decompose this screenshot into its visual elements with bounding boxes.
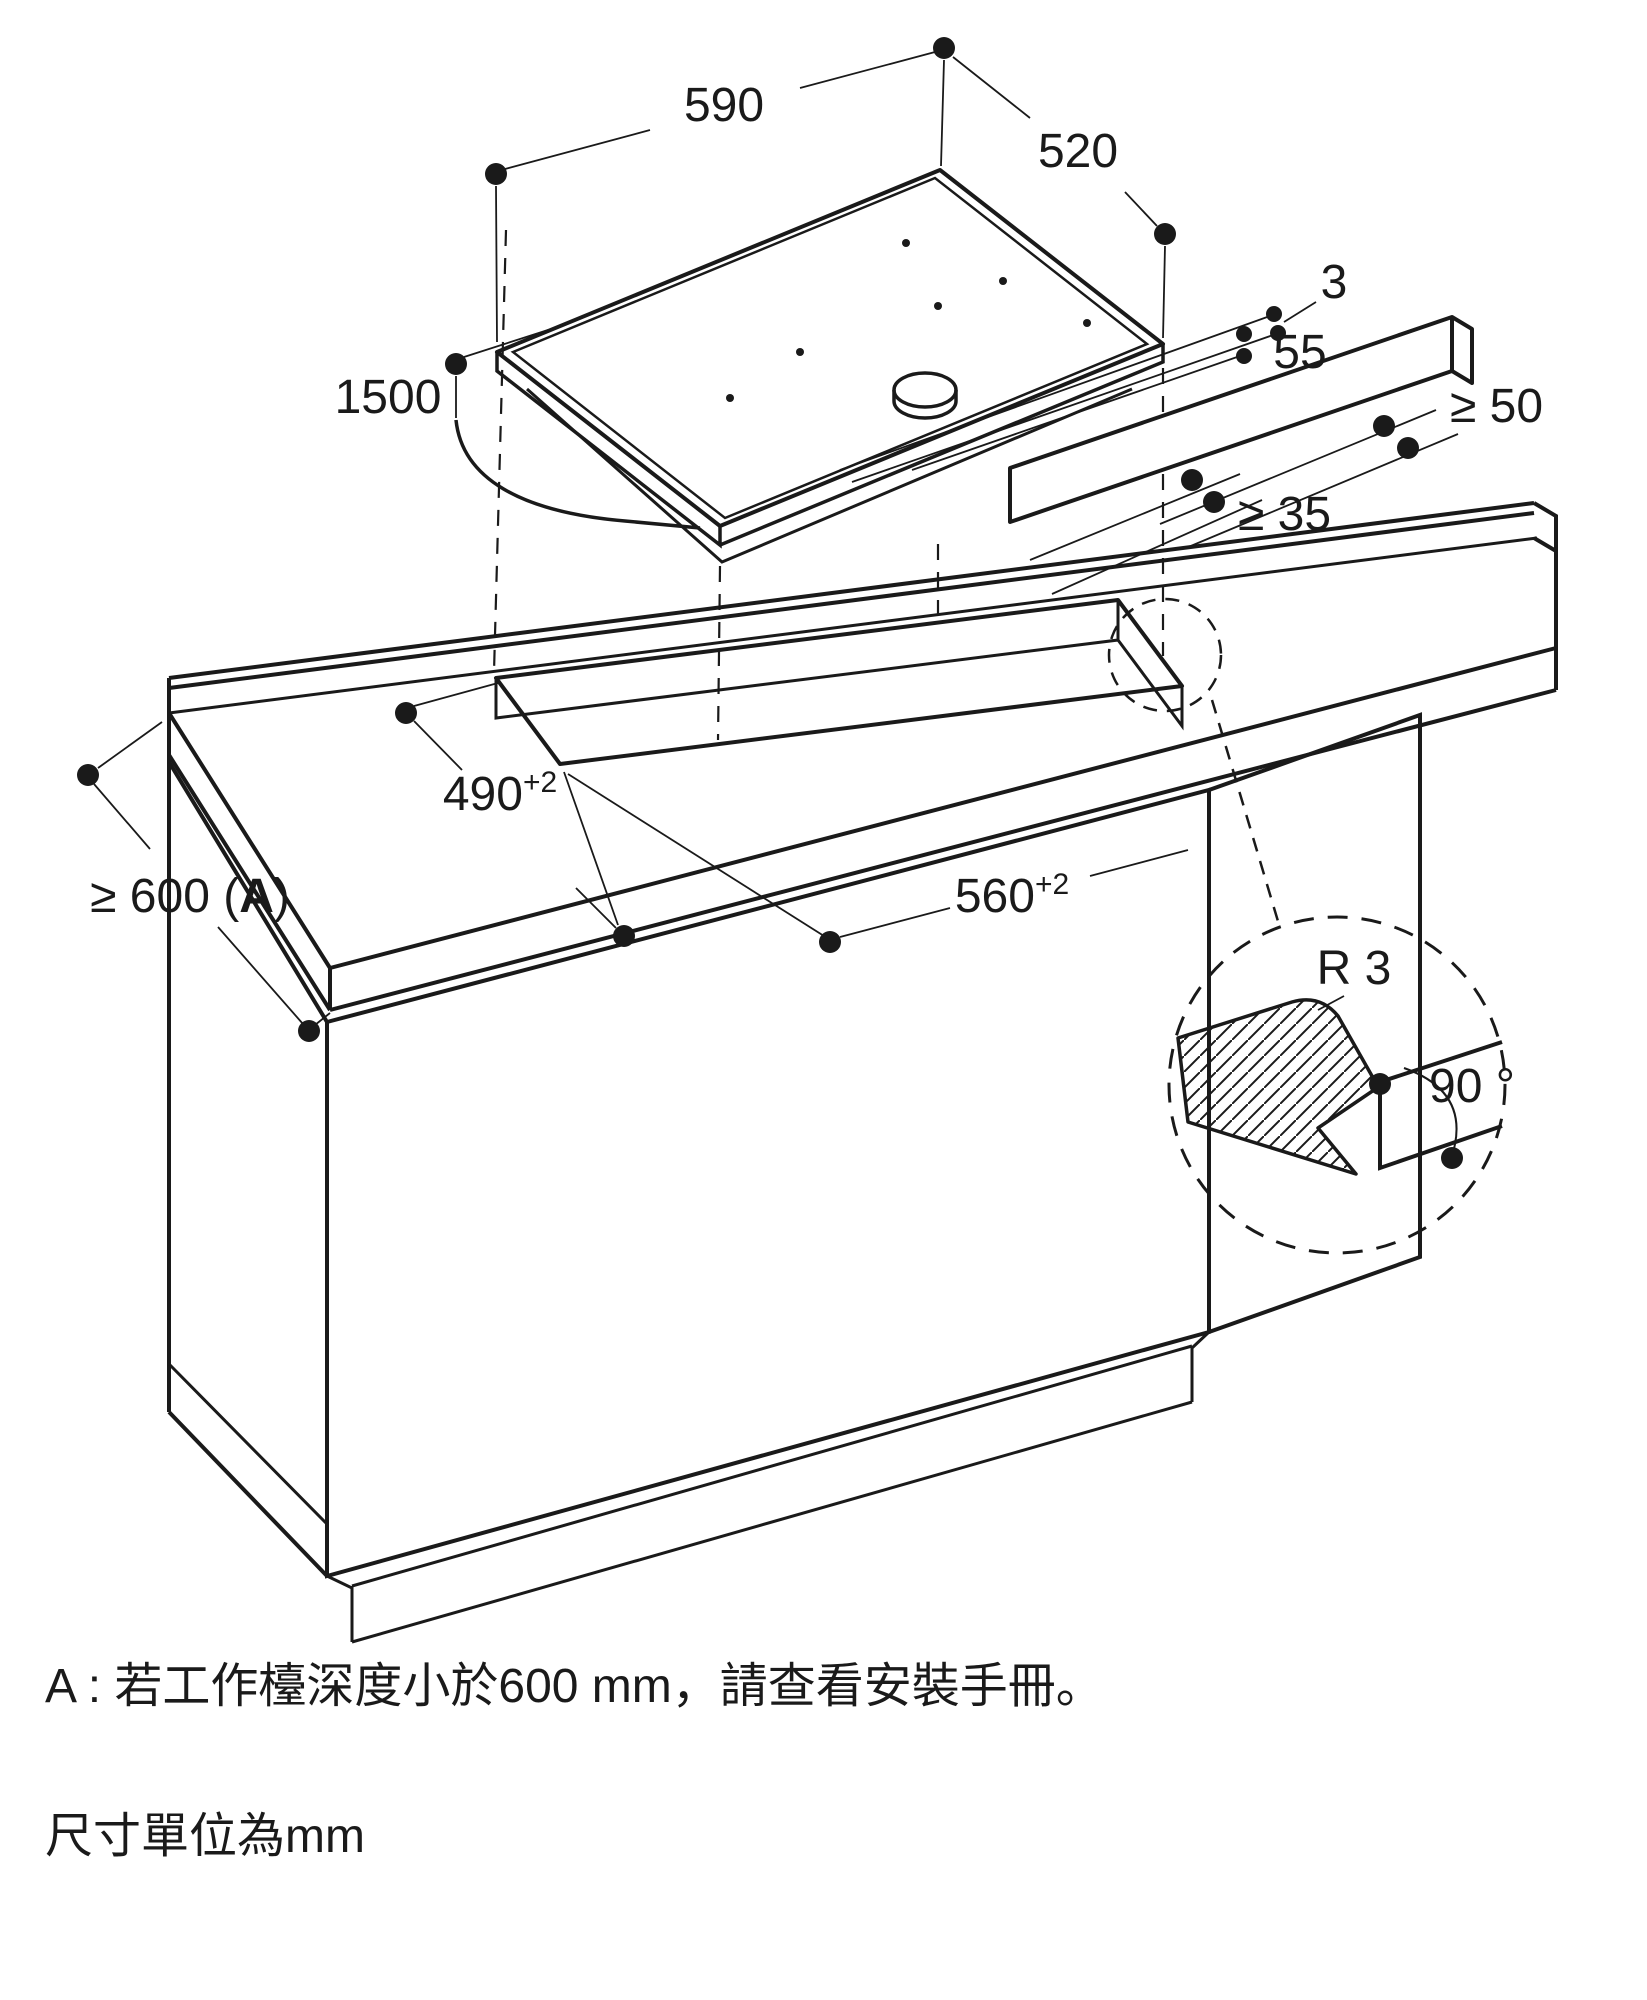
dimension-560: 560+2	[567, 773, 1189, 953]
dim-label-490: 490+2	[443, 766, 557, 821]
backsplash-bar	[1008, 315, 1474, 524]
dimension-line	[952, 56, 1158, 227]
leader-lines	[97, 721, 331, 1026]
extension-line	[1162, 245, 1166, 339]
projection-lines	[492, 229, 1165, 741]
dimension-35: ≥ 35	[1029, 469, 1331, 595]
control-knob-side	[892, 390, 958, 420]
cooktop-glass-inner-border	[510, 176, 1150, 520]
dim-dot	[298, 1020, 320, 1042]
section-counterpart	[1378, 1040, 1503, 1171]
notes: A : 若工作檯深度小於600 mm，請查看安裝手冊。 尺寸單位為mm	[45, 1660, 1104, 1863]
leader-lines	[839, 315, 1277, 483]
cutout-inner-rear-face	[494, 600, 1184, 731]
extension-lines	[495, 59, 945, 343]
cabinet-front-face	[325, 787, 1211, 1579]
detail-circle	[1167, 915, 1507, 1255]
bar-outline	[1008, 315, 1474, 524]
cooktop-surface-dots	[726, 239, 1091, 402]
dim-dot	[933, 37, 955, 59]
dim-dot	[613, 925, 635, 947]
front-edge	[328, 646, 1557, 1012]
dimension-line	[504, 51, 936, 170]
upstand-top-edges	[168, 501, 1535, 690]
leader-to-label	[1283, 301, 1317, 323]
dim-dot	[395, 702, 417, 724]
dim-dot	[1270, 325, 1286, 341]
extension-line	[567, 773, 825, 937]
note-a-text: A : 若工作檯深度小於600 mm，請查看安裝手冊。	[45, 1660, 1104, 1713]
dimension-1500: 1500	[335, 329, 549, 424]
leader-lines	[413, 682, 619, 926]
dimension-55: 55	[911, 326, 1327, 471]
cabinet	[167, 712, 1422, 1644]
dim-label-560: 560+2	[955, 868, 1069, 923]
dim-dot	[1236, 348, 1252, 364]
plinth	[167, 1330, 1211, 1644]
dim-dot	[77, 764, 99, 786]
dim-dot	[1369, 1073, 1391, 1095]
dim-label-600: ≥ 600 (A)	[90, 870, 290, 923]
dimension-line	[839, 849, 1189, 938]
dim-dot	[485, 163, 507, 185]
leader-lines	[1029, 473, 1263, 595]
dimension-line	[93, 783, 304, 1025]
detail-callout: R 3 90 °	[1107, 597, 1515, 1255]
dimension-3: 3	[839, 256, 1348, 483]
dim-dot	[1397, 437, 1419, 459]
dim-label-1500: 1500	[335, 371, 442, 424]
detail-leader-dashed	[1210, 699, 1282, 929]
dim-label-520: 520	[1038, 125, 1118, 178]
leader-lines	[455, 329, 549, 418]
worktop-back-edge	[168, 536, 1538, 715]
dimension-600: ≥ 600 (A)	[77, 721, 331, 1042]
dim-label-3: 3	[1321, 256, 1348, 309]
power-cable	[454, 419, 701, 530]
dim-dot	[445, 353, 467, 375]
cooktop-glass-outline	[495, 168, 1165, 528]
dim-label-590: 590	[684, 79, 764, 132]
cooktop-housing-step	[526, 387, 1133, 564]
dimension-590: 590	[485, 37, 955, 343]
right-end-edges	[1532, 501, 1558, 690]
angle-arc	[1403, 1067, 1458, 1157]
cooktop-housing-edge	[495, 344, 1165, 549]
dim-dot	[819, 931, 841, 953]
dim-dot	[1236, 326, 1252, 342]
dim-dot	[1373, 415, 1395, 437]
detail-radius-label: R 3	[1317, 942, 1392, 995]
dimension-490: 490+2	[395, 682, 635, 947]
dim-label-50: ≥ 50	[1450, 380, 1543, 433]
dim-dot	[1266, 306, 1282, 322]
control-knob-icon	[892, 371, 958, 409]
dim-dot	[1441, 1147, 1463, 1169]
cooktop	[454, 168, 1165, 564]
detail-source-circle	[1107, 597, 1223, 713]
dim-dot	[1154, 223, 1176, 245]
detail-angle-label: 90 °	[1429, 1060, 1515, 1113]
leader-line	[911, 355, 1241, 471]
cabinet-right-face	[1208, 712, 1422, 1334]
left-end-edges	[167, 711, 332, 1012]
dimension-line	[413, 720, 617, 929]
units-note-text: 尺寸單位為mm	[45, 1810, 365, 1863]
dim-label-55: 55	[1273, 326, 1326, 379]
dim-dot	[1203, 491, 1225, 513]
cabinet-left-face	[167, 760, 329, 1578]
dim-dot	[1181, 469, 1203, 491]
worktop	[167, 229, 1558, 1412]
radius-leader	[1317, 995, 1345, 1011]
dimension-520: 520	[952, 56, 1176, 339]
